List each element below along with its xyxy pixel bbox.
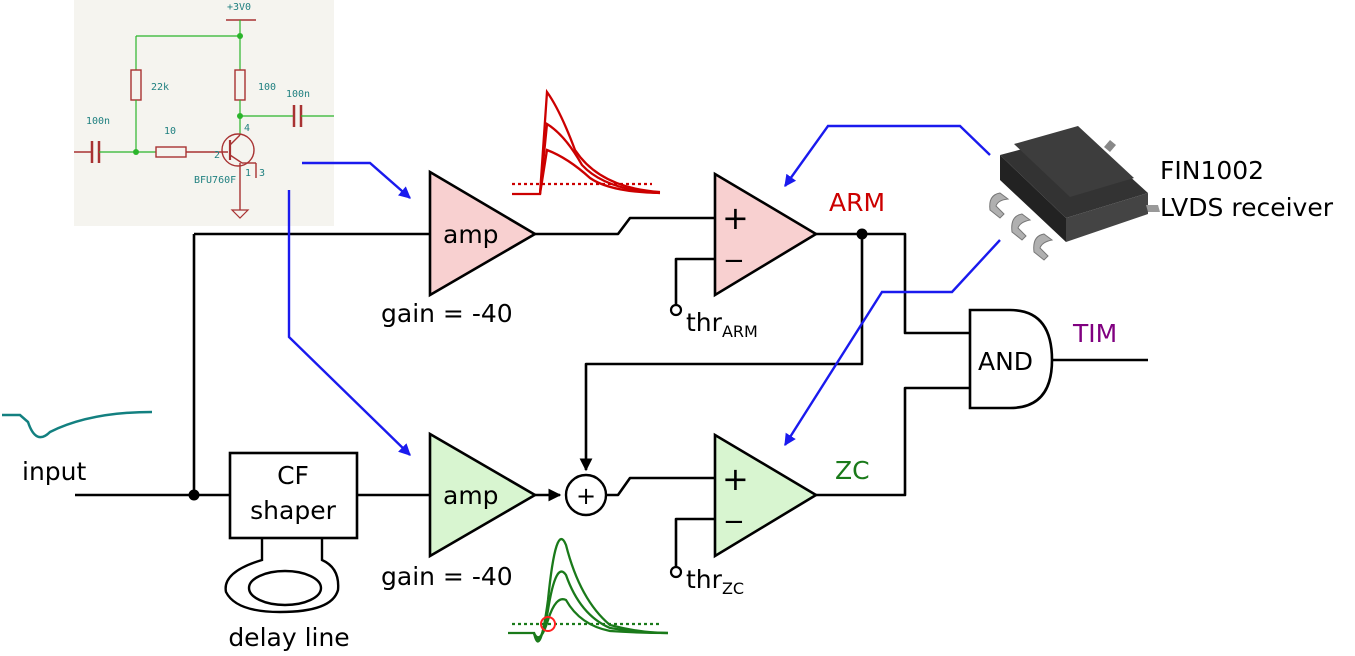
- supply-label: +3V0: [227, 2, 251, 13]
- pin-3-label: 3: [259, 168, 265, 179]
- amp-top-label: amp: [443, 220, 499, 249]
- pin-1-label: 1: [245, 168, 251, 179]
- delay-line-loop: [224, 538, 340, 614]
- input-pulse-waveform: [2, 410, 153, 439]
- input-junction-dot: [188, 489, 200, 501]
- sot23-6-chip-icon: [989, 126, 1160, 261]
- cf-label: CF: [277, 461, 309, 490]
- delay-line-label: delay line: [228, 623, 349, 652]
- comparator-zc-minus: −: [723, 507, 745, 537]
- amp-bottom-label: amp: [443, 481, 499, 510]
- amplifier-schematic: +3V0 22k 100 100n 100n 10: [74, 0, 334, 226]
- chip-name-label: FIN1002: [1160, 156, 1264, 185]
- comparator-arm: + −: [713, 171, 819, 298]
- signal-wires: [75, 216, 1148, 579]
- and-gate: AND: [968, 308, 1054, 410]
- thr-arm-terminal: [669, 303, 683, 317]
- output-cap-value: 100n: [286, 89, 310, 100]
- and-gate-label: AND: [978, 347, 1033, 376]
- thr-arm-label: thrARM: [686, 308, 758, 341]
- comparator-zc-plus: +: [722, 460, 749, 498]
- zero-crossing-marker: [540, 616, 556, 632]
- comparator-arm-minus: −: [723, 246, 745, 276]
- pin-2-label: 2: [214, 150, 220, 161]
- shaper-label: shaper: [250, 496, 336, 525]
- arm-junction-dot: [856, 228, 868, 240]
- collector-resistor-value: 100: [258, 82, 276, 93]
- cf-shaper-block: CF shaper: [228, 451, 359, 540]
- comparator-zc: + −: [713, 432, 819, 559]
- tim-signal-label: TIM: [1072, 319, 1117, 348]
- amp-bottom: amp: [428, 431, 538, 559]
- base-resistor-value: 10: [164, 126, 176, 137]
- thr-zc-terminal: [669, 565, 683, 579]
- gain-top-label: gain = -40: [381, 299, 513, 328]
- comparator-arm-plus: +: [722, 199, 749, 237]
- annotation-arrows: [287, 124, 1001, 456]
- bias-resistor-value: 22k: [151, 82, 169, 93]
- transistor-label: BFU760F: [194, 175, 236, 186]
- summer-plus: +: [576, 482, 596, 510]
- input-cap-value: 100n: [86, 116, 110, 127]
- zc-signal-label: ZC: [835, 456, 870, 485]
- transistor-symbol: [221, 133, 255, 167]
- gain-bottom-label: gain = -40: [381, 562, 513, 591]
- summing-junction: +: [564, 473, 608, 517]
- arm-signal-label: ARM: [829, 188, 885, 217]
- chip-desc-label: LVDS receiver: [1160, 193, 1334, 222]
- thr-zc-label: thrZC: [686, 565, 744, 598]
- schematic-background: [74, 0, 334, 226]
- ground-icon: [230, 209, 250, 219]
- arm-pulse-waveforms: [512, 88, 661, 196]
- input-label: input: [22, 457, 87, 486]
- zc-pulse-waveforms: [508, 538, 669, 643]
- pin-4-label: 4: [244, 123, 250, 134]
- amp-top: amp: [428, 169, 538, 298]
